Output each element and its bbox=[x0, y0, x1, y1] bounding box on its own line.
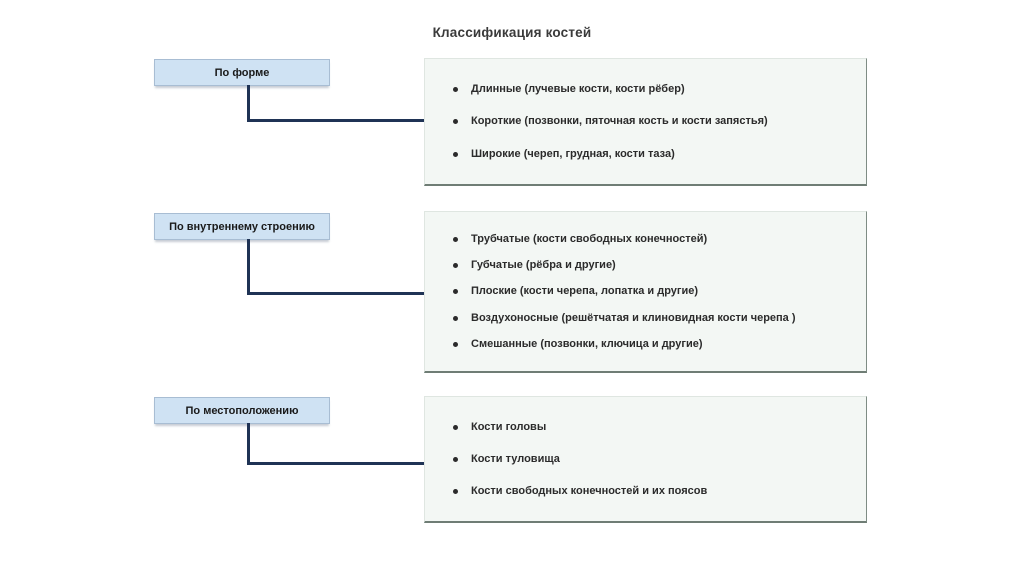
bullet-dot-icon bbox=[453, 425, 458, 430]
list-item-text: Воздухоносные (решётчатая и клиновидная … bbox=[471, 311, 796, 324]
connector-horizontal-segment bbox=[247, 292, 425, 295]
bullet-dot-icon bbox=[453, 151, 458, 157]
elbow-connector-2 bbox=[247, 423, 425, 465]
connector-vertical-segment bbox=[247, 85, 250, 122]
bullet-dot-icon bbox=[453, 315, 458, 321]
list-item-text: Трубчатые (кости свободных конечностей) bbox=[471, 233, 708, 246]
bullet-dot-icon bbox=[453, 289, 458, 295]
list-item: Трубчатые (кости свободных конечностей) bbox=[443, 232, 848, 246]
bullet-dot-icon bbox=[453, 119, 458, 125]
bullet-dot-icon bbox=[453, 457, 458, 462]
elbow-connector-0 bbox=[247, 85, 425, 122]
bullet-dot-icon bbox=[453, 87, 458, 93]
connector-horizontal-segment bbox=[247, 462, 425, 465]
category-label-box-po-vnutrennemu-stroeniyu[interactable]: По внутреннему строению bbox=[154, 213, 330, 240]
content-box-po-vnutrennemu-stroeniyu: Трубчатые (кости свободных конечностей) … bbox=[424, 211, 867, 373]
list-item-text: Широкие (череп, грудная, кости таза) bbox=[471, 147, 675, 160]
category-label-box-po-forme[interactable]: По форме bbox=[154, 59, 330, 86]
list-item: Плоские (кости черепа, лопатка и другие) bbox=[443, 284, 848, 298]
list-item-text: Короткие (позвонки, пяточная кость и кос… bbox=[471, 115, 768, 128]
list-item-text: Длинные (лучевые кости, кости рёбер) bbox=[471, 83, 685, 96]
list-item-text: Плоские (кости черепа, лопатка и другие) bbox=[471, 285, 699, 298]
page-title: Классификация костей bbox=[432, 25, 592, 40]
bullet-list: Трубчатые (кости свободных конечностей) … bbox=[443, 226, 848, 357]
connector-vertical-segment bbox=[247, 239, 250, 295]
category-label-text: По местоположению bbox=[185, 404, 299, 417]
bullet-list: Длинные (лучевые кости, кости рёбер) Кор… bbox=[443, 73, 848, 170]
list-item: Кости свободных конечностей и их поясов bbox=[443, 484, 848, 498]
category-label-text: По внутреннему строению bbox=[169, 220, 315, 233]
list-item-text: Смешанные (позвонки, ключица и другие) bbox=[471, 337, 703, 350]
list-item: Смешанные (позвонки, ключица и другие) bbox=[443, 337, 848, 351]
elbow-connector-1 bbox=[247, 239, 425, 295]
list-item: Воздухоносные (решётчатая и клиновидная … bbox=[443, 311, 848, 325]
list-item-text: Кости свободных конечностей и их поясов bbox=[471, 485, 708, 497]
list-item: Кости туловища bbox=[443, 452, 848, 466]
list-item: Кости головы bbox=[443, 420, 848, 434]
bullet-list: Кости головы Кости туловища Кости свобод… bbox=[443, 411, 848, 507]
category-label-box-po-mestopolozheniyu[interactable]: По местоположению bbox=[154, 397, 330, 424]
content-box-po-mestopolozheniyu: Кости головы Кости туловища Кости свобод… bbox=[424, 396, 867, 523]
list-item: Короткие (позвонки, пяточная кость и кос… bbox=[443, 114, 848, 128]
connector-vertical-segment bbox=[247, 423, 250, 465]
list-item: Губчатые (рёбра и другие) bbox=[443, 258, 848, 272]
list-item-text: Губчатые (рёбра и другие) bbox=[471, 259, 616, 272]
content-box-po-forme: Длинные (лучевые кости, кости рёбер) Кор… bbox=[424, 58, 867, 186]
list-item-text: Кости головы bbox=[471, 421, 547, 433]
bullet-dot-icon bbox=[453, 263, 458, 269]
bullet-dot-icon bbox=[453, 341, 458, 347]
connector-horizontal-segment bbox=[247, 119, 425, 122]
bullet-dot-icon bbox=[453, 489, 458, 494]
bullet-dot-icon bbox=[453, 237, 458, 243]
list-item: Широкие (череп, грудная, кости таза) bbox=[443, 147, 848, 161]
list-item: Длинные (лучевые кости, кости рёбер) bbox=[443, 82, 848, 96]
category-label-text: По форме bbox=[214, 66, 270, 79]
list-item-text: Кости туловища bbox=[471, 453, 560, 465]
